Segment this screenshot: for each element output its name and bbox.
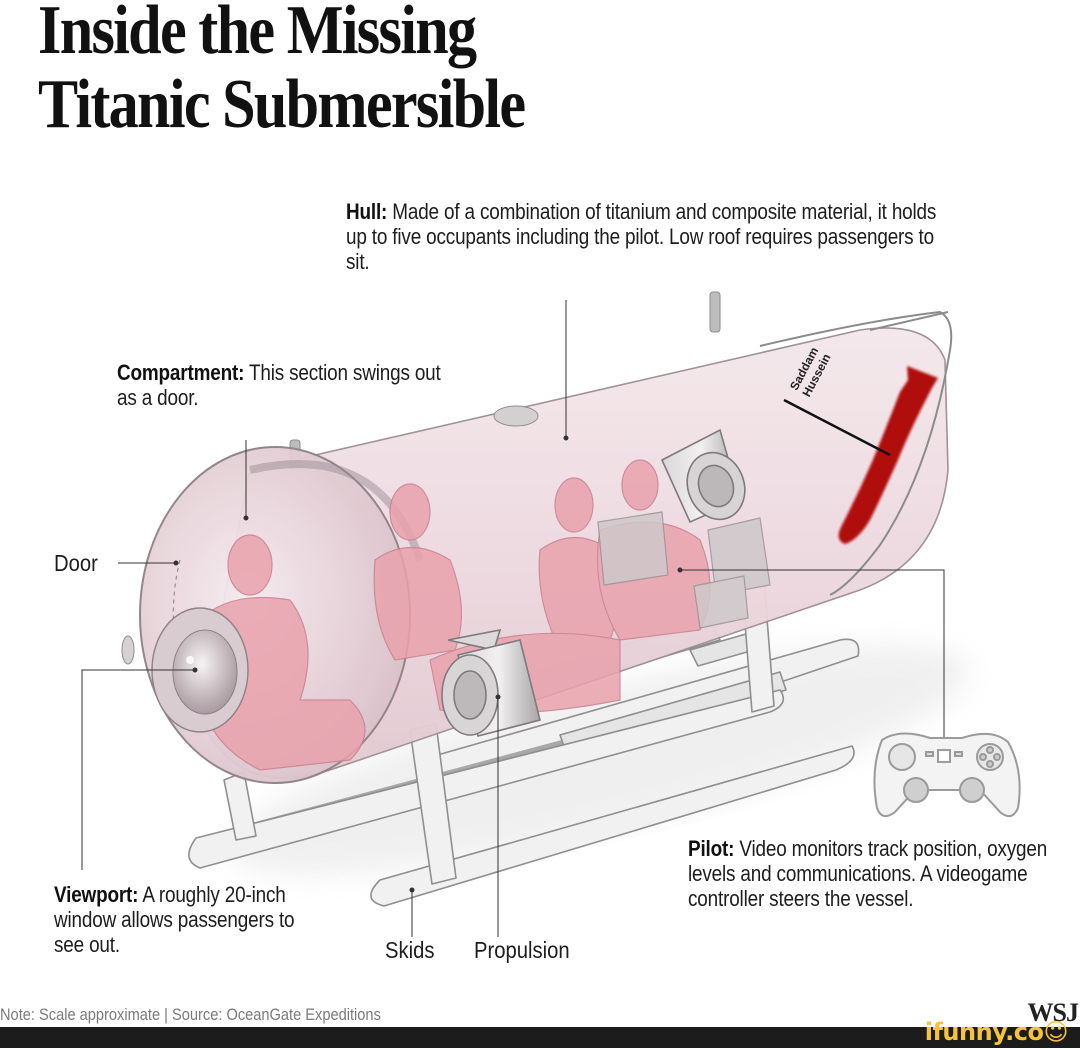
saddam-leader-line	[783, 398, 891, 457]
hull-callout-label: Hull:	[346, 199, 388, 224]
source-note: Note: Scale approximate | Source: OceanG…	[0, 1005, 381, 1024]
watermark-text: ifunny.co	[924, 1018, 1044, 1046]
page-title: Inside the Missing Titanic Submersible	[38, 0, 526, 143]
viewport-callout-text: A roughly 20-inch window allows passenge…	[54, 882, 295, 957]
lower-thruster	[441, 628, 541, 737]
propulsion-label: Propulsion	[474, 937, 570, 963]
upper-thruster	[660, 428, 746, 524]
hull-callout-text: Made of a combination of titanium and co…	[346, 199, 937, 274]
nose-cone	[759, 310, 953, 596]
viewport-window	[151, 607, 249, 733]
smiley-icon: ☺	[1043, 1018, 1068, 1046]
watermark-bar	[0, 1027, 1080, 1048]
hull-callout: Hull: Made of a combination of titanium …	[346, 199, 948, 274]
compartment-callout: Compartment: This section swings out as …	[117, 360, 444, 410]
pilot-callout-label: Pilot:	[688, 836, 735, 861]
title-line-2: Titanic Submersible	[38, 66, 526, 143]
leader-lines	[81, 300, 945, 937]
side-light	[121, 635, 135, 665]
pilot-callout-text: Video monitors track position, oxygen le…	[688, 836, 1048, 911]
pilot-callout: Pilot: Video monitors track position, ox…	[688, 836, 1049, 911]
viewport-callout: Viewport: A roughly 20-inch window allow…	[54, 882, 329, 957]
compartment-callout-label: Compartment:	[117, 360, 245, 385]
publisher-logo: WSJ	[1027, 998, 1079, 1027]
antenna-top	[709, 291, 721, 333]
ground-shadow	[230, 645, 970, 875]
compartment-callout-text: This section swings out as a door.	[117, 360, 441, 410]
top-hatch	[493, 405, 539, 427]
viewport-callout-label: Viewport:	[54, 882, 139, 907]
ifunny-watermark: ifunny.co☺	[924, 1018, 1069, 1046]
title-line-1: Inside the Missing	[38, 0, 477, 69]
door-label: Door	[54, 550, 98, 576]
gamepad-icon	[873, 732, 1021, 818]
video-monitors	[597, 511, 771, 629]
skids-label: Skids	[385, 937, 435, 963]
